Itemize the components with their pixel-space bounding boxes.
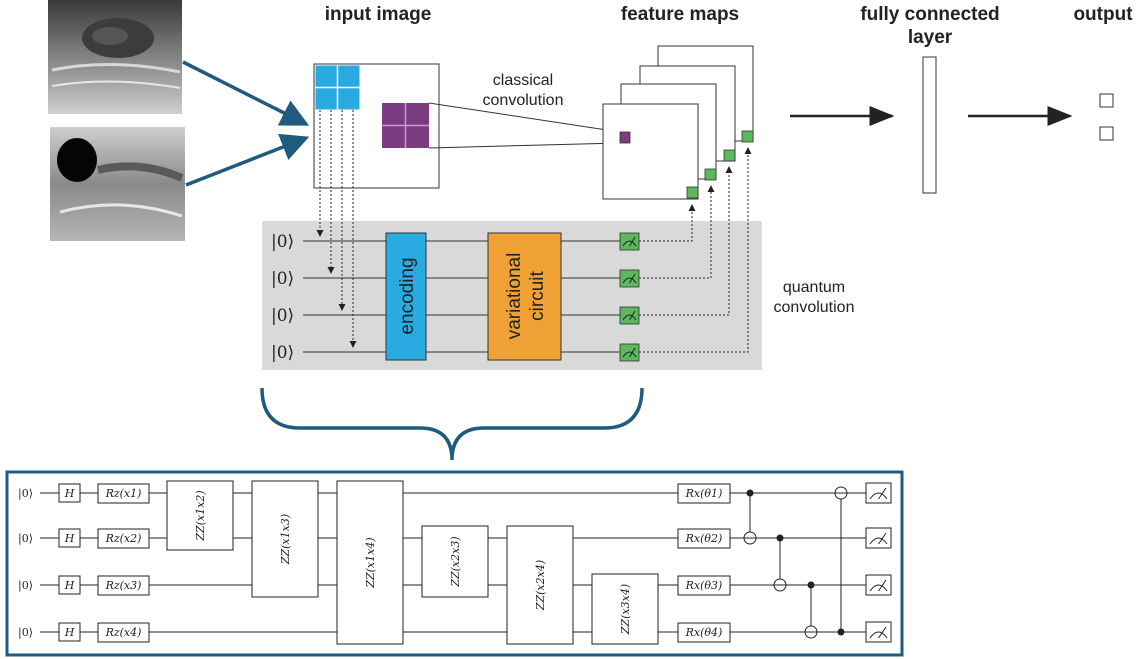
- measure-icon: [865, 482, 892, 504]
- circuit-ket-q1: |0⟩: [18, 487, 33, 501]
- output-node-2: [1099, 126, 1114, 141]
- zz-gate-x1x4: ZZ(x1x4): [336, 480, 404, 645]
- measure-icon: [865, 574, 892, 596]
- measure-icon: [619, 269, 640, 288]
- svg-text:Rz(x4): Rz(x4): [105, 626, 142, 639]
- label-quantum: quantum: [783, 279, 845, 296]
- encoding-block: encoding: [385, 232, 427, 361]
- svg-text:ZZ(x1x4): ZZ(x1x4): [364, 537, 377, 588]
- output-node-1: [1099, 93, 1114, 108]
- input-image: [313, 63, 440, 189]
- svg-text:Rx(θ1): Rx(θ1): [685, 487, 723, 500]
- feature-pixel-classical: [619, 131, 631, 144]
- header-layer: layer: [908, 27, 953, 48]
- ultrasound-image-2: [50, 127, 185, 241]
- measure-icon: [865, 527, 892, 549]
- rx-gate-4: Rx(θ4): [677, 622, 731, 643]
- header-fully-connected: fully connected: [860, 4, 999, 25]
- svg-text:H: H: [64, 626, 75, 639]
- zz-gate-x3x4: ZZ(x3x4): [591, 573, 659, 645]
- ultrasound-image-1: [48, 0, 182, 114]
- quantum-patch: [314, 64, 361, 111]
- classical-patch: [382, 103, 429, 148]
- svg-text:ZZ(x3x4): ZZ(x3x4): [619, 584, 632, 635]
- ket-zero-q4: |0⟩: [271, 343, 294, 363]
- svg-text:Rx(θ4): Rx(θ4): [685, 626, 723, 639]
- image-to-input-arrows: [182, 60, 310, 187]
- patch-to-qubit-lines: [316, 110, 357, 348]
- variational-label: variational: [504, 253, 525, 340]
- circuit-ket-q4: |0⟩: [18, 626, 33, 640]
- ket-zero-q1: |0⟩: [271, 232, 294, 252]
- detailed-circuit: |0⟩ |0⟩ |0⟩ |0⟩ H H H H Rz(x1) Rz(x2): [5, 470, 904, 657]
- classical-convolution-lines: [428, 102, 621, 149]
- measure-icon: [619, 343, 640, 362]
- label-classical: classical: [493, 72, 553, 89]
- svg-text:H: H: [64, 532, 75, 545]
- circuit-ket-q3: |0⟩: [18, 579, 33, 593]
- hadamard-gate: H: [58, 528, 81, 548]
- feature-maps-stack: [602, 45, 754, 200]
- rz-gate-3: Rz(x3): [97, 575, 150, 596]
- label-quantum-convolution: convolution: [774, 299, 855, 316]
- svg-text:Rx(θ2): Rx(θ2): [685, 532, 723, 545]
- rz-gate-4: Rz(x4): [97, 622, 150, 643]
- zz-gate-x1x2: ZZ(x1x2): [166, 480, 234, 551]
- svg-text:Rz(x3): Rz(x3): [105, 579, 142, 592]
- rx-gate-2: Rx(θ2): [677, 528, 731, 549]
- label-classical-convolution: convolution: [483, 92, 564, 109]
- header-output: output: [1073, 4, 1133, 25]
- measure-icon: [619, 232, 640, 251]
- ket-zero-q3: |0⟩: [271, 306, 294, 326]
- encoding-label: encoding: [397, 257, 418, 334]
- circuit-ket-q2: |0⟩: [18, 532, 33, 546]
- feature-pixel-q1: [686, 186, 699, 199]
- header-input-image: input image: [325, 4, 432, 25]
- rz-gate-1: Rz(x1): [97, 483, 150, 504]
- svg-text:H: H: [64, 487, 75, 500]
- zz-gate-x2x3: ZZ(x2x3): [421, 525, 489, 598]
- svg-text:ZZ(x2x4): ZZ(x2x4): [534, 560, 547, 611]
- svg-text:ZZ(x1x3): ZZ(x1x3): [279, 514, 292, 565]
- header-feature-maps: feature maps: [621, 4, 739, 25]
- rx-gate-3: Rx(θ3): [677, 575, 731, 596]
- svg-text:ZZ(x1x2): ZZ(x1x2): [194, 490, 207, 541]
- svg-text:Rz(x2): Rz(x2): [105, 532, 142, 545]
- variational-circuit-block: variational circuit: [487, 232, 562, 361]
- cnot-gates: [743, 486, 848, 639]
- feature-pixel-q3: [723, 149, 736, 162]
- zoom-brace: [260, 387, 644, 461]
- feature-pixel-q4: [741, 130, 754, 143]
- ket-zero-q2: |0⟩: [271, 269, 294, 289]
- circuit-label: circuit: [527, 270, 548, 320]
- measure-to-feature-lines: [639, 147, 752, 353]
- quantum-convolution-panel: |0⟩ |0⟩ |0⟩ |0⟩ encoding variational cir…: [262, 221, 762, 370]
- zz-gate-x1x3: ZZ(x1x3): [251, 480, 319, 598]
- measure-icon: [619, 306, 640, 325]
- hadamard-gate: H: [58, 483, 81, 503]
- zz-gate-x2x4: ZZ(x2x4): [506, 525, 574, 645]
- hadamard-gate: H: [58, 575, 81, 595]
- measure-gates: [619, 232, 640, 362]
- rz-gate-2: Rz(x2): [97, 528, 150, 549]
- fully-connected-layer: [922, 56, 937, 194]
- rx-gate-1: Rx(θ1): [677, 483, 731, 504]
- svg-text:H: H: [64, 579, 75, 592]
- svg-text:Rz(x1): Rz(x1): [105, 487, 142, 500]
- svg-text:Rx(θ3): Rx(θ3): [685, 579, 723, 592]
- feature-pixel-q2: [704, 168, 717, 181]
- measure-icon: [865, 621, 892, 643]
- hadamard-gate: H: [58, 622, 81, 642]
- svg-text:ZZ(x2x3): ZZ(x2x3): [449, 536, 462, 587]
- circuit-measure-gates: [865, 482, 892, 643]
